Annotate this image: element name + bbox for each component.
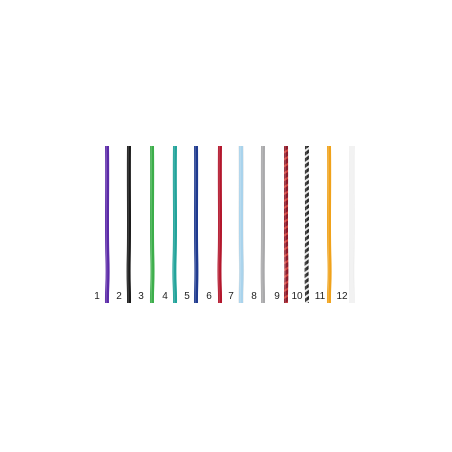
cable-swatch-11 — [326, 145, 332, 304]
swatch-number-3: 3 — [138, 291, 144, 302]
cable-swatch-7 — [238, 145, 244, 304]
cable-swatch-1 — [104, 145, 110, 304]
swatch-number-1: 1 — [94, 291, 100, 302]
swatch-number-9: 9 — [274, 291, 280, 302]
cable-highlight-7 — [239, 145, 242, 304]
swatch-number-2: 2 — [116, 291, 122, 302]
swatch-number-12: 12 — [336, 291, 348, 302]
cable-swatch-6 — [217, 145, 223, 304]
swatch-number-10: 10 — [291, 291, 303, 302]
cable-highlight-3 — [150, 145, 153, 304]
swatch-number-6: 6 — [206, 291, 212, 302]
swatch-number-11: 11 — [315, 291, 326, 302]
cable-highlight-1 — [105, 145, 108, 304]
swatch-number-8: 8 — [251, 291, 257, 302]
cable-swatch-4 — [172, 145, 178, 304]
swatch-number-5: 5 — [184, 291, 190, 302]
cable-swatch-3 — [149, 145, 155, 304]
cable-highlight-4 — [173, 145, 175, 304]
cable-highlight-6 — [218, 145, 220, 304]
swatch-number-4: 4 — [162, 291, 168, 302]
cable-highlight-11 — [327, 145, 330, 304]
swatch-number-7: 7 — [228, 291, 234, 302]
